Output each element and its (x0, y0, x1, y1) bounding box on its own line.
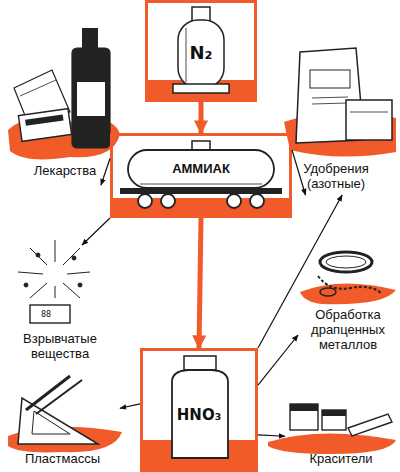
dyes-picture (268, 404, 396, 454)
tank-car (110, 141, 292, 218)
plastics-picture (8, 376, 122, 452)
process-arrow (199, 218, 201, 348)
node-text: Лекарства (5, 163, 125, 178)
product-label: Обработка драпценных металлов (298, 245, 398, 365)
product-label: Лекарства (5, 5, 125, 185)
node-text: Обработка драпценных металлов (298, 307, 398, 352)
use-arrow (101, 159, 110, 186)
nitrogen-cylinder (145, 7, 257, 102)
node-text: N₂ (148, 43, 254, 63)
process-arrow (199, 102, 204, 133)
use-arrow (258, 335, 298, 385)
fertilizer-picture (284, 48, 396, 157)
jewelry-picture (300, 252, 396, 304)
node-text: Пластмассы (5, 451, 120, 466)
node-text: HNO₃ (143, 407, 255, 424)
medicines-picture (8, 28, 120, 159)
intermediate-box: HNO₃ (140, 348, 258, 472)
box-marking: 88 (41, 310, 51, 319)
use-arrow (258, 195, 342, 348)
product-label: Удобрения (азотные) (275, 30, 397, 195)
use-arrow (292, 150, 306, 195)
intermediate-box: АММИАК (110, 133, 292, 218)
node-text: Взрывчатые вещества (5, 331, 115, 361)
node-text: Красители (285, 451, 397, 466)
source-box: N₂ (145, 0, 257, 102)
acid-bottle (140, 356, 258, 472)
use-arrow (82, 218, 110, 245)
use-arrow (258, 435, 285, 436)
product-label: Пластмассы (5, 375, 120, 470)
node-text: Удобрения (азотные) (275, 161, 397, 191)
product-label: Взрывчатые вещества (5, 245, 115, 365)
use-arrow (120, 404, 140, 408)
node-text: АММИАК (113, 161, 289, 176)
product-label: Красители (285, 395, 397, 470)
explosion-picture (18, 240, 90, 323)
